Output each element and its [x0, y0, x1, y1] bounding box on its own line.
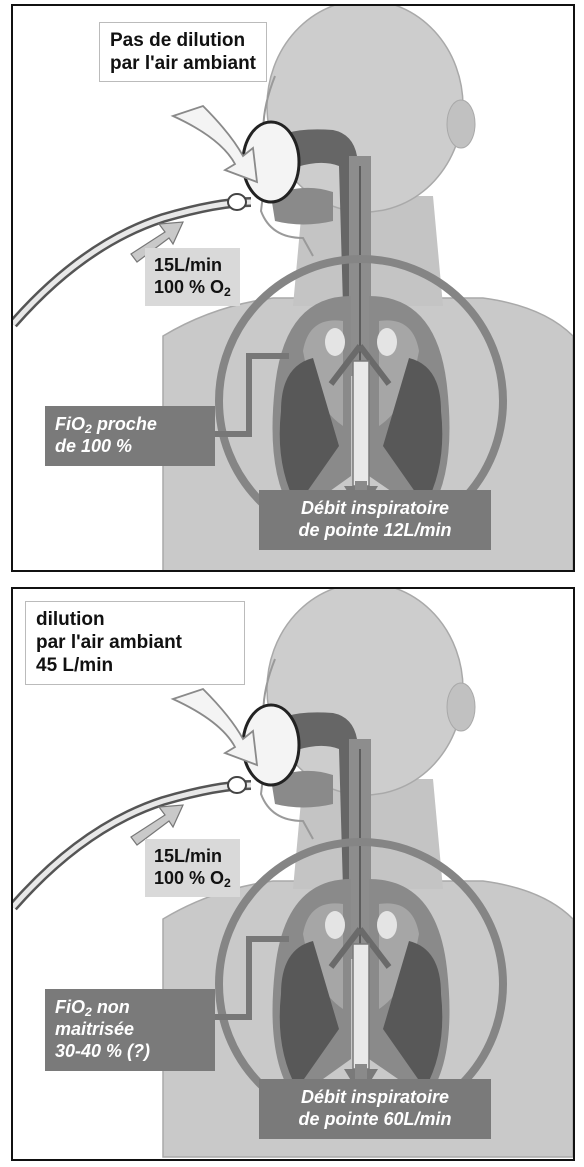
no-dilution-line1: Pas de dilution [110, 29, 256, 52]
fio2-label: FiO2 proche de 100 % [45, 406, 215, 466]
peak-flow-label: Débit inspiratoire de pointe 60L/min [259, 1079, 491, 1139]
oxygen-concentration: 100 % O2 [154, 277, 231, 299]
dilution-label: dilution par l'air ambiant 45 L/min [25, 601, 245, 685]
no-dilution-label: Pas de dilution par l'air ambiant [99, 22, 267, 82]
fio2-line3: 30-40 % (?) [55, 1041, 205, 1063]
diagram-panel-no-dilution: Pas de dilution par l'air ambiant 15L/mi… [11, 4, 575, 572]
peak-flow-line2: de pointe 60L/min [269, 1109, 481, 1131]
dilution-line2: par l'air ambiant [36, 631, 234, 654]
no-dilution-line2: par l'air ambiant [110, 52, 256, 75]
respiratory-illustration [13, 6, 573, 570]
fio2-line2: maitrisée [55, 1019, 205, 1041]
oxygen-concentration: 100 % O2 [154, 868, 231, 890]
dilution-line1: dilution [36, 608, 234, 631]
peak-flow-label: Débit inspiratoire de pointe 12L/min [259, 490, 491, 550]
oxygen-flow-rate: 15L/min [154, 846, 231, 868]
oxygen-flow-label: 15L/min 100 % O2 [145, 248, 240, 306]
peak-flow-line2: de pointe 12L/min [269, 520, 481, 542]
fio2-line2: de 100 % [55, 436, 205, 458]
diagram-panel-dilution: dilution par l'air ambiant 45 L/min 15L/… [11, 587, 575, 1161]
fio2-line1: FiO2 proche [55, 414, 205, 436]
fio2-label: FiO2 non maitrisée 30-40 % (?) [45, 989, 215, 1071]
oxygen-flow-label: 15L/min 100 % O2 [145, 839, 240, 897]
peak-flow-line1: Débit inspiratoire [269, 1087, 481, 1109]
oxygen-flow-rate: 15L/min [154, 255, 231, 277]
fio2-line1: FiO2 non [55, 997, 205, 1019]
peak-flow-line1: Débit inspiratoire [269, 498, 481, 520]
dilution-rate: 45 L/min [36, 654, 234, 677]
